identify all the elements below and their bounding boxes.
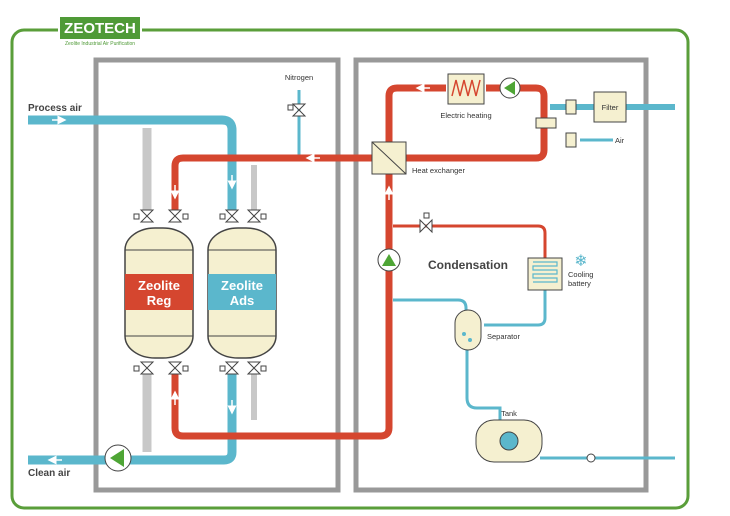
label-electric-heating: Electric heating: [440, 111, 491, 120]
label-cooling-2: battery: [568, 279, 591, 288]
air-dampers[interactable]: [535, 99, 577, 148]
flow-arrows: [47, 83, 520, 465]
label-tank: Tank: [501, 409, 517, 418]
label-separator: Separator: [487, 332, 520, 341]
label-process-air: Process air: [28, 103, 82, 114]
label-heat-exchanger: Heat exchanger: [412, 166, 465, 175]
separator: [454, 309, 482, 351]
pump-icon[interactable]: [104, 444, 132, 472]
zeolite-reg-vessel: Zeolite Reg: [124, 227, 194, 359]
filter: [593, 91, 627, 123]
snowflake-icon: ❄: [574, 251, 587, 270]
adsorption-box: [93, 57, 341, 493]
pump-icon[interactable]: [499, 77, 521, 99]
outer-frame: [10, 28, 690, 510]
pump-icon[interactable]: [377, 248, 401, 272]
zeotech-logo: ZEOTECH Zeolite Industrial Air Purificat…: [58, 16, 142, 47]
grey-pipes: [142, 128, 257, 452]
cooling-battery: [527, 257, 563, 291]
logo-name: ZEOTECH: [64, 20, 136, 37]
reg-line1: Zeolite: [138, 278, 180, 293]
heat-exchanger: [371, 141, 407, 175]
zeolite-ads-vessel: Zeolite Ads: [207, 227, 277, 359]
regeneration-box: [353, 57, 649, 493]
reg-line2: Reg: [147, 293, 172, 308]
ads-line1: Zeolite: [221, 278, 263, 293]
ads-line2: Ads: [230, 293, 255, 308]
label-condensation: Condensation: [428, 258, 508, 272]
label-filter: Filter: [602, 103, 619, 112]
label-clean-air: Clean air: [28, 468, 70, 479]
valves[interactable]: [133, 103, 433, 375]
cold-pipes: [28, 90, 675, 465]
label-air: Air: [615, 136, 625, 145]
electric-heater: [447, 73, 485, 105]
label-nitrogen: Nitrogen: [285, 73, 313, 82]
label-cooling-1: Cooling: [568, 270, 593, 279]
logo-tagline: Zeolite Industrial Air Purification: [65, 41, 135, 47]
check-valve-icon[interactable]: [586, 453, 596, 463]
tank: [475, 419, 543, 463]
